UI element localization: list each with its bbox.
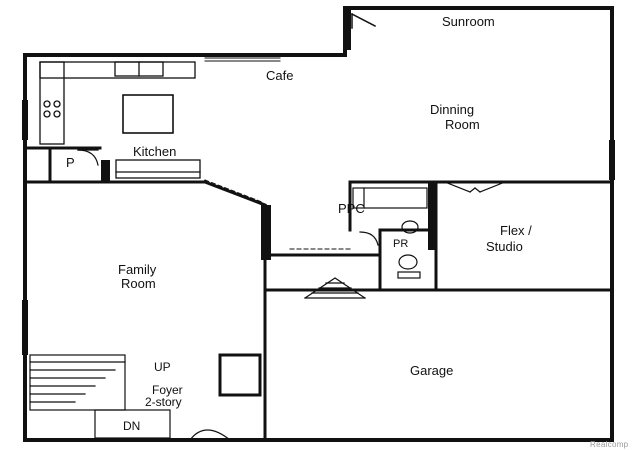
label-pantry: P [66,155,75,170]
entry-door [189,429,231,441]
label-powder-room: PR [393,238,409,250]
label-kitchen: Kitchen [133,144,177,159]
interior-walls [23,146,614,442]
sunroom-door [350,12,377,29]
window [204,57,281,62]
label-sunroom: Sunroom [442,14,495,29]
ppc-bench [352,187,428,209]
powder-room-fixtures [359,220,421,279]
foyer-stairs [29,354,171,439]
label-dining-1: Dinning [430,102,475,117]
label-cafe: Cafe [266,68,294,83]
label-ppc: PPC [338,201,365,216]
label-flex-1: Flex / [500,223,532,238]
label-flex-2: Studio [486,239,523,254]
kitchen-counters [39,61,201,179]
pantry-door [77,149,99,166]
coat-closet [218,353,262,397]
label-family-1: Family [118,262,157,277]
label-stairs-down: DN [123,419,141,433]
wall-accents [22,10,615,355]
flex-doors [444,181,506,193]
dashed-opening [204,179,351,250]
label-dining-2: Room [445,117,480,132]
label-foyer-2: 2-story [145,395,182,409]
central-stairs [304,277,366,299]
label-foyer-1: Foyer [152,383,183,397]
label-garage: Garage [410,363,454,378]
label-stairs-up: UP [154,360,171,374]
watermark: Realcomp [590,440,629,449]
label-family-2: Room [121,276,156,291]
